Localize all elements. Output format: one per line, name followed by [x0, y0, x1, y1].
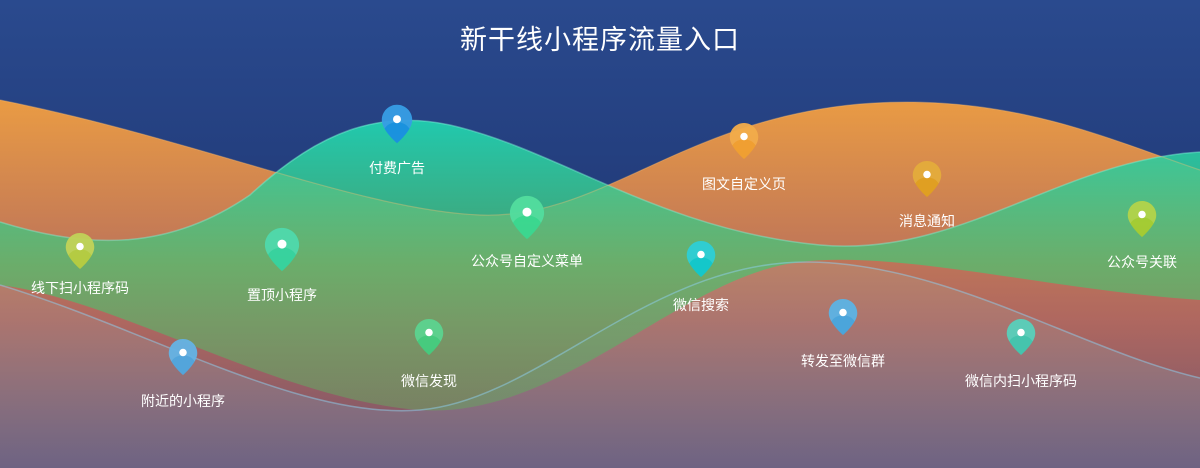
location-pin-icon[interactable] [686, 240, 716, 278]
pin-marker-icon [1127, 201, 1157, 237]
entry-label: 微信搜索 [673, 298, 729, 314]
location-pin-icon[interactable] [509, 195, 545, 240]
location-pin-icon[interactable] [828, 298, 858, 336]
location-pin-icon[interactable] [729, 122, 759, 160]
location-pin-icon[interactable] [65, 232, 95, 270]
pin-marker-icon [168, 339, 198, 375]
pin-marker-icon [414, 319, 444, 355]
entry-label: 线下扫小程序码 [31, 281, 129, 297]
teal-wave-edge [0, 119, 1200, 247]
entry-label: 公众号关联 [1107, 255, 1177, 271]
pin-marker-icon [65, 233, 95, 269]
pin-marker-icon [381, 104, 413, 144]
pin-marker-icon [828, 299, 858, 335]
location-pin-icon[interactable] [414, 318, 444, 356]
pin-marker-icon [686, 241, 716, 277]
location-pin-icon[interactable] [381, 104, 413, 144]
pin-marker-icon [1006, 319, 1036, 355]
entry-label: 转发至微信群 [801, 354, 885, 370]
entry-label: 微信发现 [401, 374, 457, 390]
entry-label: 付费广告 [369, 161, 425, 177]
entry-label: 图文自定义页 [702, 177, 786, 193]
pin-marker-icon [264, 227, 300, 272]
blue-wave-edge [0, 261, 1200, 412]
entry-label: 消息通知 [899, 214, 955, 230]
orange-wave-edge [0, 99, 1200, 216]
pin-marker-icon [509, 195, 545, 240]
entry-label: 公众号自定义菜单 [471, 254, 583, 270]
page-title: 新干线小程序流量入口 [460, 25, 740, 56]
entry-label: 附近的小程序 [141, 394, 225, 410]
pin-marker-icon [912, 161, 942, 197]
pin-marker-icon [729, 123, 759, 159]
teal-wave [0, 120, 1200, 411]
location-pin-icon[interactable] [912, 160, 942, 198]
entry-label: 微信内扫小程序码 [965, 374, 1077, 390]
location-pin-icon[interactable] [1006, 318, 1036, 356]
location-pin-icon[interactable] [264, 227, 300, 272]
entry-label: 置顶小程序 [247, 288, 317, 304]
location-pin-icon[interactable] [1127, 200, 1157, 238]
location-pin-icon[interactable] [168, 338, 198, 376]
